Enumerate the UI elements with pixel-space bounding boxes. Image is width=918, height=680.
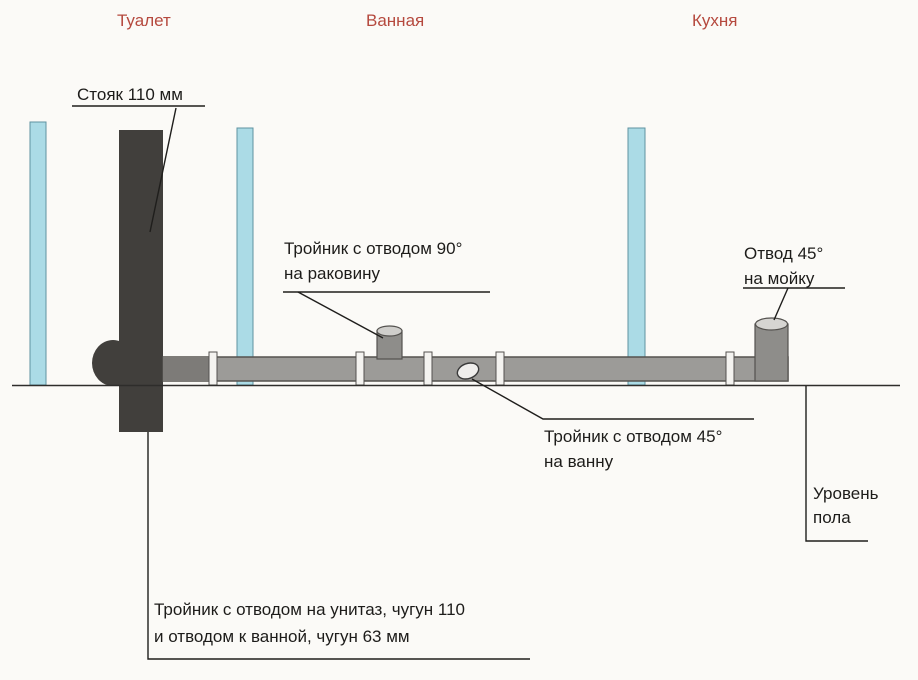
- wall-middle: [236, 127, 254, 386]
- leader-lines: [72, 105, 868, 660]
- tee-90-opening: [376, 325, 403, 337]
- callout-riser: Стояк 110 мм: [77, 85, 183, 104]
- tee-45-outlet: [456, 362, 480, 380]
- walls: [29, 121, 646, 386]
- coupling-4: [495, 351, 505, 386]
- coupling-2: [355, 351, 365, 386]
- coupling-1: [208, 351, 218, 386]
- leader-floor-level: [805, 386, 868, 542]
- wall-right: [627, 127, 646, 386]
- room-label-toilet: Туалет: [117, 11, 171, 30]
- coupling-3: [423, 351, 433, 386]
- leader-bend45-pointer: [773, 287, 789, 321]
- pipe-sleeve-dark: [163, 357, 209, 381]
- room-label-bathroom: Ванная: [366, 11, 425, 30]
- callout-floor-level: Уровень пола: [813, 484, 879, 527]
- callout-tee-bath-45: Тройник с отводом 45° на ванну: [544, 427, 723, 471]
- riser-pipe: [92, 130, 163, 432]
- wall-left: [29, 121, 47, 386]
- coupling-5: [725, 351, 735, 386]
- leader-tee90-pointer: [297, 291, 384, 339]
- leader-tee45-pointer: [471, 378, 754, 420]
- pipe-couplings: [208, 351, 735, 386]
- riser-body: [119, 130, 163, 432]
- room-label-kitchen: Кухня: [692, 11, 738, 30]
- tee-90-outlet: [376, 325, 403, 360]
- callout-bend-45: Отвод 45° на мойку: [744, 244, 824, 288]
- elbow-opening: [754, 317, 789, 331]
- callout-tee-sink-90: Тройник с отводом 90° на раковину: [284, 239, 463, 283]
- leader-bottom-tee: [147, 432, 530, 660]
- callout-tee-toilet: Тройник с отводом на унитаз, чугун 110 и…: [154, 600, 465, 646]
- leader-riser-pointer: [149, 107, 177, 233]
- elbow-body: [754, 323, 789, 382]
- elbow-45-outlet: [754, 317, 789, 382]
